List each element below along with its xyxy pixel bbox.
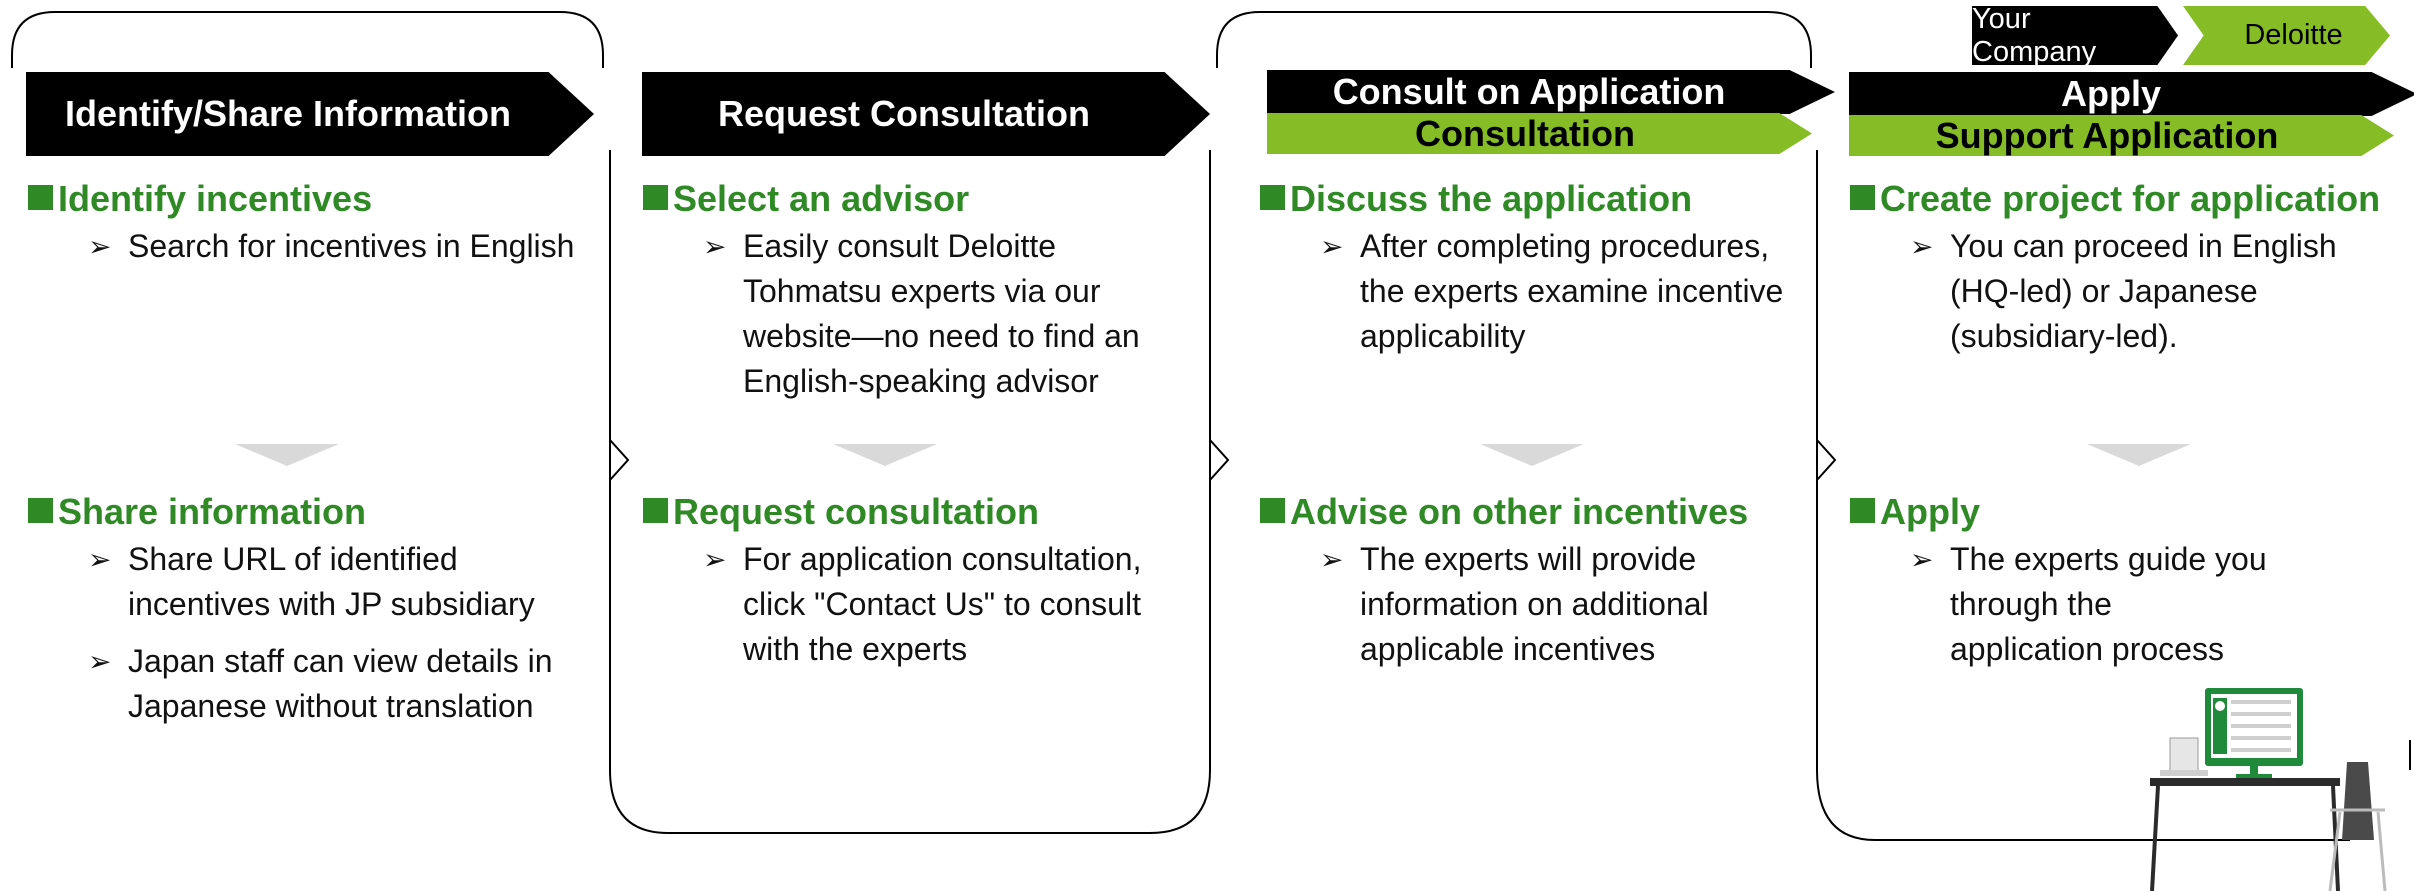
- phase-banner: Apply: [1849, 72, 2414, 116]
- square-bullet-icon: [643, 185, 668, 210]
- step-title: Select an advisor: [673, 178, 970, 219]
- step-select-advisor: Select an advisor ➢Easily consult Deloit…: [643, 173, 1203, 416]
- step-title: Apply: [1880, 491, 1981, 532]
- arrowhead-icon: ➢: [88, 544, 112, 575]
- bullet-item: ➢Japan staff can view details in Japanes…: [88, 639, 588, 729]
- bullet-item: ➢The experts guide you through the appli…: [1910, 537, 2270, 672]
- arrowhead-icon: ➢: [88, 231, 112, 262]
- arrowhead-icon: ➢: [88, 646, 112, 677]
- arrowhead-icon: ➢: [1320, 544, 1344, 575]
- phase-banner-deloitte: Consultation: [1267, 113, 1812, 154]
- bullet-item: ➢Search for incentives in English: [88, 224, 588, 269]
- step-discuss-application: Discuss the application ➢After completin…: [1260, 173, 1820, 371]
- down-arrow-icon: [1480, 444, 1584, 466]
- step-title: Create project for application: [1880, 178, 2381, 219]
- down-arrow-icon: [2087, 444, 2191, 466]
- square-bullet-icon: [28, 498, 53, 523]
- square-bullet-icon: [643, 498, 668, 523]
- step-title: Discuss the application: [1290, 178, 1693, 219]
- step-title: Advise on other incentives: [1290, 491, 1749, 532]
- down-arrow-icon: [833, 444, 937, 466]
- bullet-item: ➢You can proceed in English (HQ-led) or …: [1910, 224, 2390, 359]
- square-bullet-icon: [1260, 498, 1285, 523]
- bullet-item: ➢Easily consult Deloitte Tohmatsu expert…: [703, 224, 1203, 404]
- phase-identify-share: Identify/Share Information Identify ince…: [0, 0, 594, 891]
- square-bullet-icon: [1850, 185, 1875, 210]
- phase-request-consultation: Request Consultation Select an advisor ➢…: [615, 0, 1210, 891]
- phase-banner-deloitte: Support Application: [1849, 115, 2394, 156]
- phase-banner: Identify/Share Information: [26, 72, 594, 156]
- square-bullet-icon: [1850, 498, 1875, 523]
- arrowhead-icon: ➢: [703, 544, 727, 575]
- bullet-item: ➢After completing procedures, the expert…: [1320, 224, 1820, 359]
- legend-deloitte: Deloitte: [2183, 6, 2390, 65]
- step-title: Request consultation: [673, 491, 1040, 532]
- phase-apply: Apply Support Application Create project…: [1824, 0, 2414, 891]
- step-apply: Apply ➢The experts guide you through the…: [1850, 486, 2270, 684]
- step-request-consultation: Request consultation ➢For application co…: [643, 486, 1203, 684]
- phase-banner: Request Consultation: [642, 72, 1210, 156]
- phase-banner: Consult on Application: [1267, 70, 1835, 114]
- phase-consult-application: Consult on Application Consultation Disc…: [1242, 0, 1835, 891]
- down-arrow-icon: [235, 444, 339, 466]
- legend-your-company: Your Company: [1972, 6, 2178, 65]
- step-advise-other-incentives: Advise on other incentives ➢The experts …: [1260, 486, 1820, 684]
- square-bullet-icon: [28, 185, 53, 210]
- step-create-project: Create project for application ➢You can …: [1850, 173, 2390, 371]
- arrowhead-icon: ➢: [703, 231, 727, 262]
- step-title: Identify incentives: [58, 178, 373, 219]
- connector-chevron-2: [1209, 439, 1230, 481]
- bullet-item: ➢For application consultation, click "Co…: [703, 537, 1203, 672]
- arrowhead-icon: ➢: [1910, 231, 1934, 262]
- bullet-item: ➢Share URL of identified incentives with…: [88, 537, 588, 627]
- step-title: Share information: [58, 491, 367, 532]
- arrowhead-icon: ➢: [1910, 544, 1934, 575]
- step-share-information: Share information ➢Share URL of identifi…: [28, 486, 588, 741]
- step-identify-incentives: Identify incentives ➢Search for incentiv…: [28, 173, 588, 281]
- square-bullet-icon: [1260, 185, 1285, 210]
- arrowhead-icon: ➢: [1320, 231, 1344, 262]
- bullet-item: ➢The experts will provide information on…: [1320, 537, 1820, 672]
